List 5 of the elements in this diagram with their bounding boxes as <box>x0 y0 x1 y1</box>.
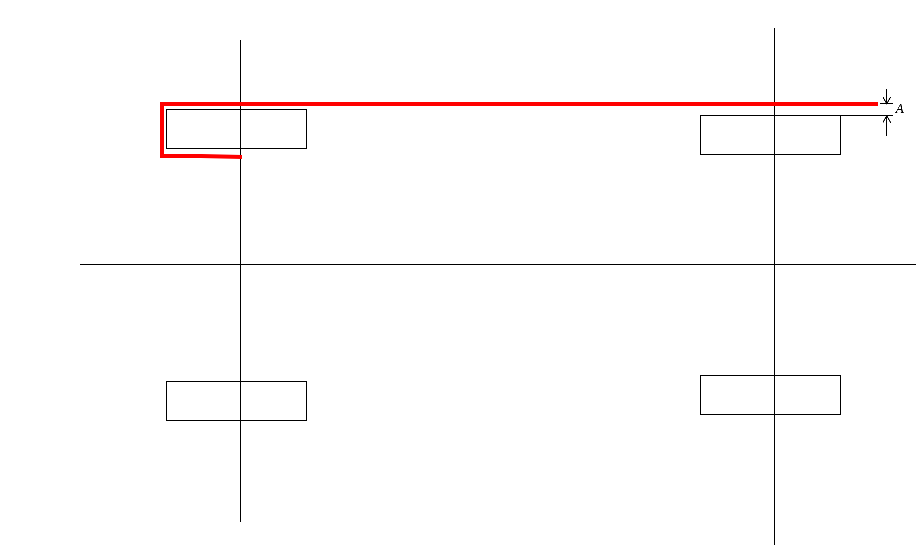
rectangle-outline <box>166 382 308 422</box>
rectangle-outline <box>700 376 842 416</box>
dimension-label: A <box>896 102 904 115</box>
rectangle-outline <box>166 110 308 150</box>
rectangle-outline <box>700 116 842 156</box>
